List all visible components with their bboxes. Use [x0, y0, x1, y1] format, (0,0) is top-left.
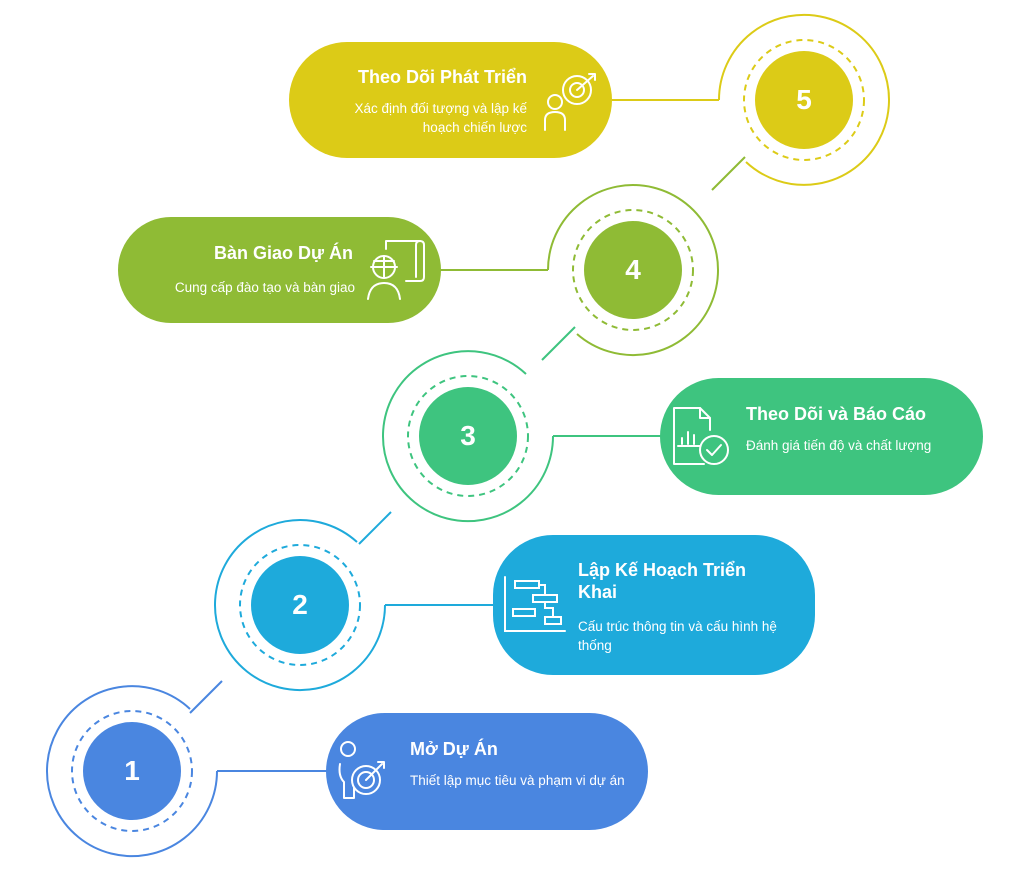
- engineer-blueprint-icon: [367, 240, 425, 300]
- person-target-goal-icon: [544, 73, 596, 131]
- step-2-number: 2: [292, 589, 308, 620]
- step-4-description: Cung cấp đào tạo và bàn giao: [174, 280, 355, 295]
- step-4-circle: [440, 184, 719, 357]
- connector-4-5: [711, 156, 746, 191]
- step-1-circle: [46, 685, 330, 858]
- step-5-description: Xác định đối tượng và lập kế hoạch chiến…: [354, 101, 528, 135]
- step-5-circle: [612, 13, 890, 186]
- step-3-title: Theo Dõi và Báo Cáo: [746, 404, 927, 424]
- connector-1-2: [189, 680, 223, 714]
- connector-3-4: [541, 326, 576, 361]
- step-4-number: 4: [625, 254, 641, 285]
- step-5-card: Theo Dõi Phát Triển Xác định đối tượng v…: [289, 42, 612, 158]
- step-3-circle: [382, 350, 663, 523]
- step-3-description: Đánh giá tiến độ và chất lượng: [746, 438, 932, 453]
- step-5-number: 5: [796, 84, 812, 115]
- step-2-card: Lập Kế Hoạch Triển Khai Cấu trúc thông t…: [493, 535, 815, 675]
- step-3-number: 3: [460, 420, 476, 451]
- report-check-icon: [673, 407, 729, 465]
- connector-2-3: [358, 511, 392, 545]
- step-2-circle: [214, 519, 496, 691]
- step-4-card: Bàn Giao Dự Án Cung cấp đào tạo và bàn g…: [118, 217, 441, 323]
- step-2-title: Lập Kế Hoạch Triển Khai: [578, 560, 747, 602]
- step-1-description: Thiết lập mục tiêu và phạm vi dự án: [410, 773, 625, 788]
- person-target-icon: [338, 741, 385, 799]
- step-3-card: Theo Dõi và Báo Cáo Đánh giá tiến độ và …: [660, 378, 983, 495]
- step-2-description: Cấu trúc thông tin và cấu hình hệ thống: [578, 619, 777, 653]
- step-4-title: Bàn Giao Dự Án: [213, 243, 353, 263]
- step-5-title: Theo Dõi Phát Triển: [357, 67, 527, 87]
- step-1-title: Mở Dự Án: [410, 739, 498, 759]
- step-1-card: Mở Dự Án Thiết lập mục tiêu và phạm vi d…: [326, 713, 648, 830]
- gantt-chart-icon: [504, 576, 566, 632]
- step-1-number: 1: [124, 755, 140, 786]
